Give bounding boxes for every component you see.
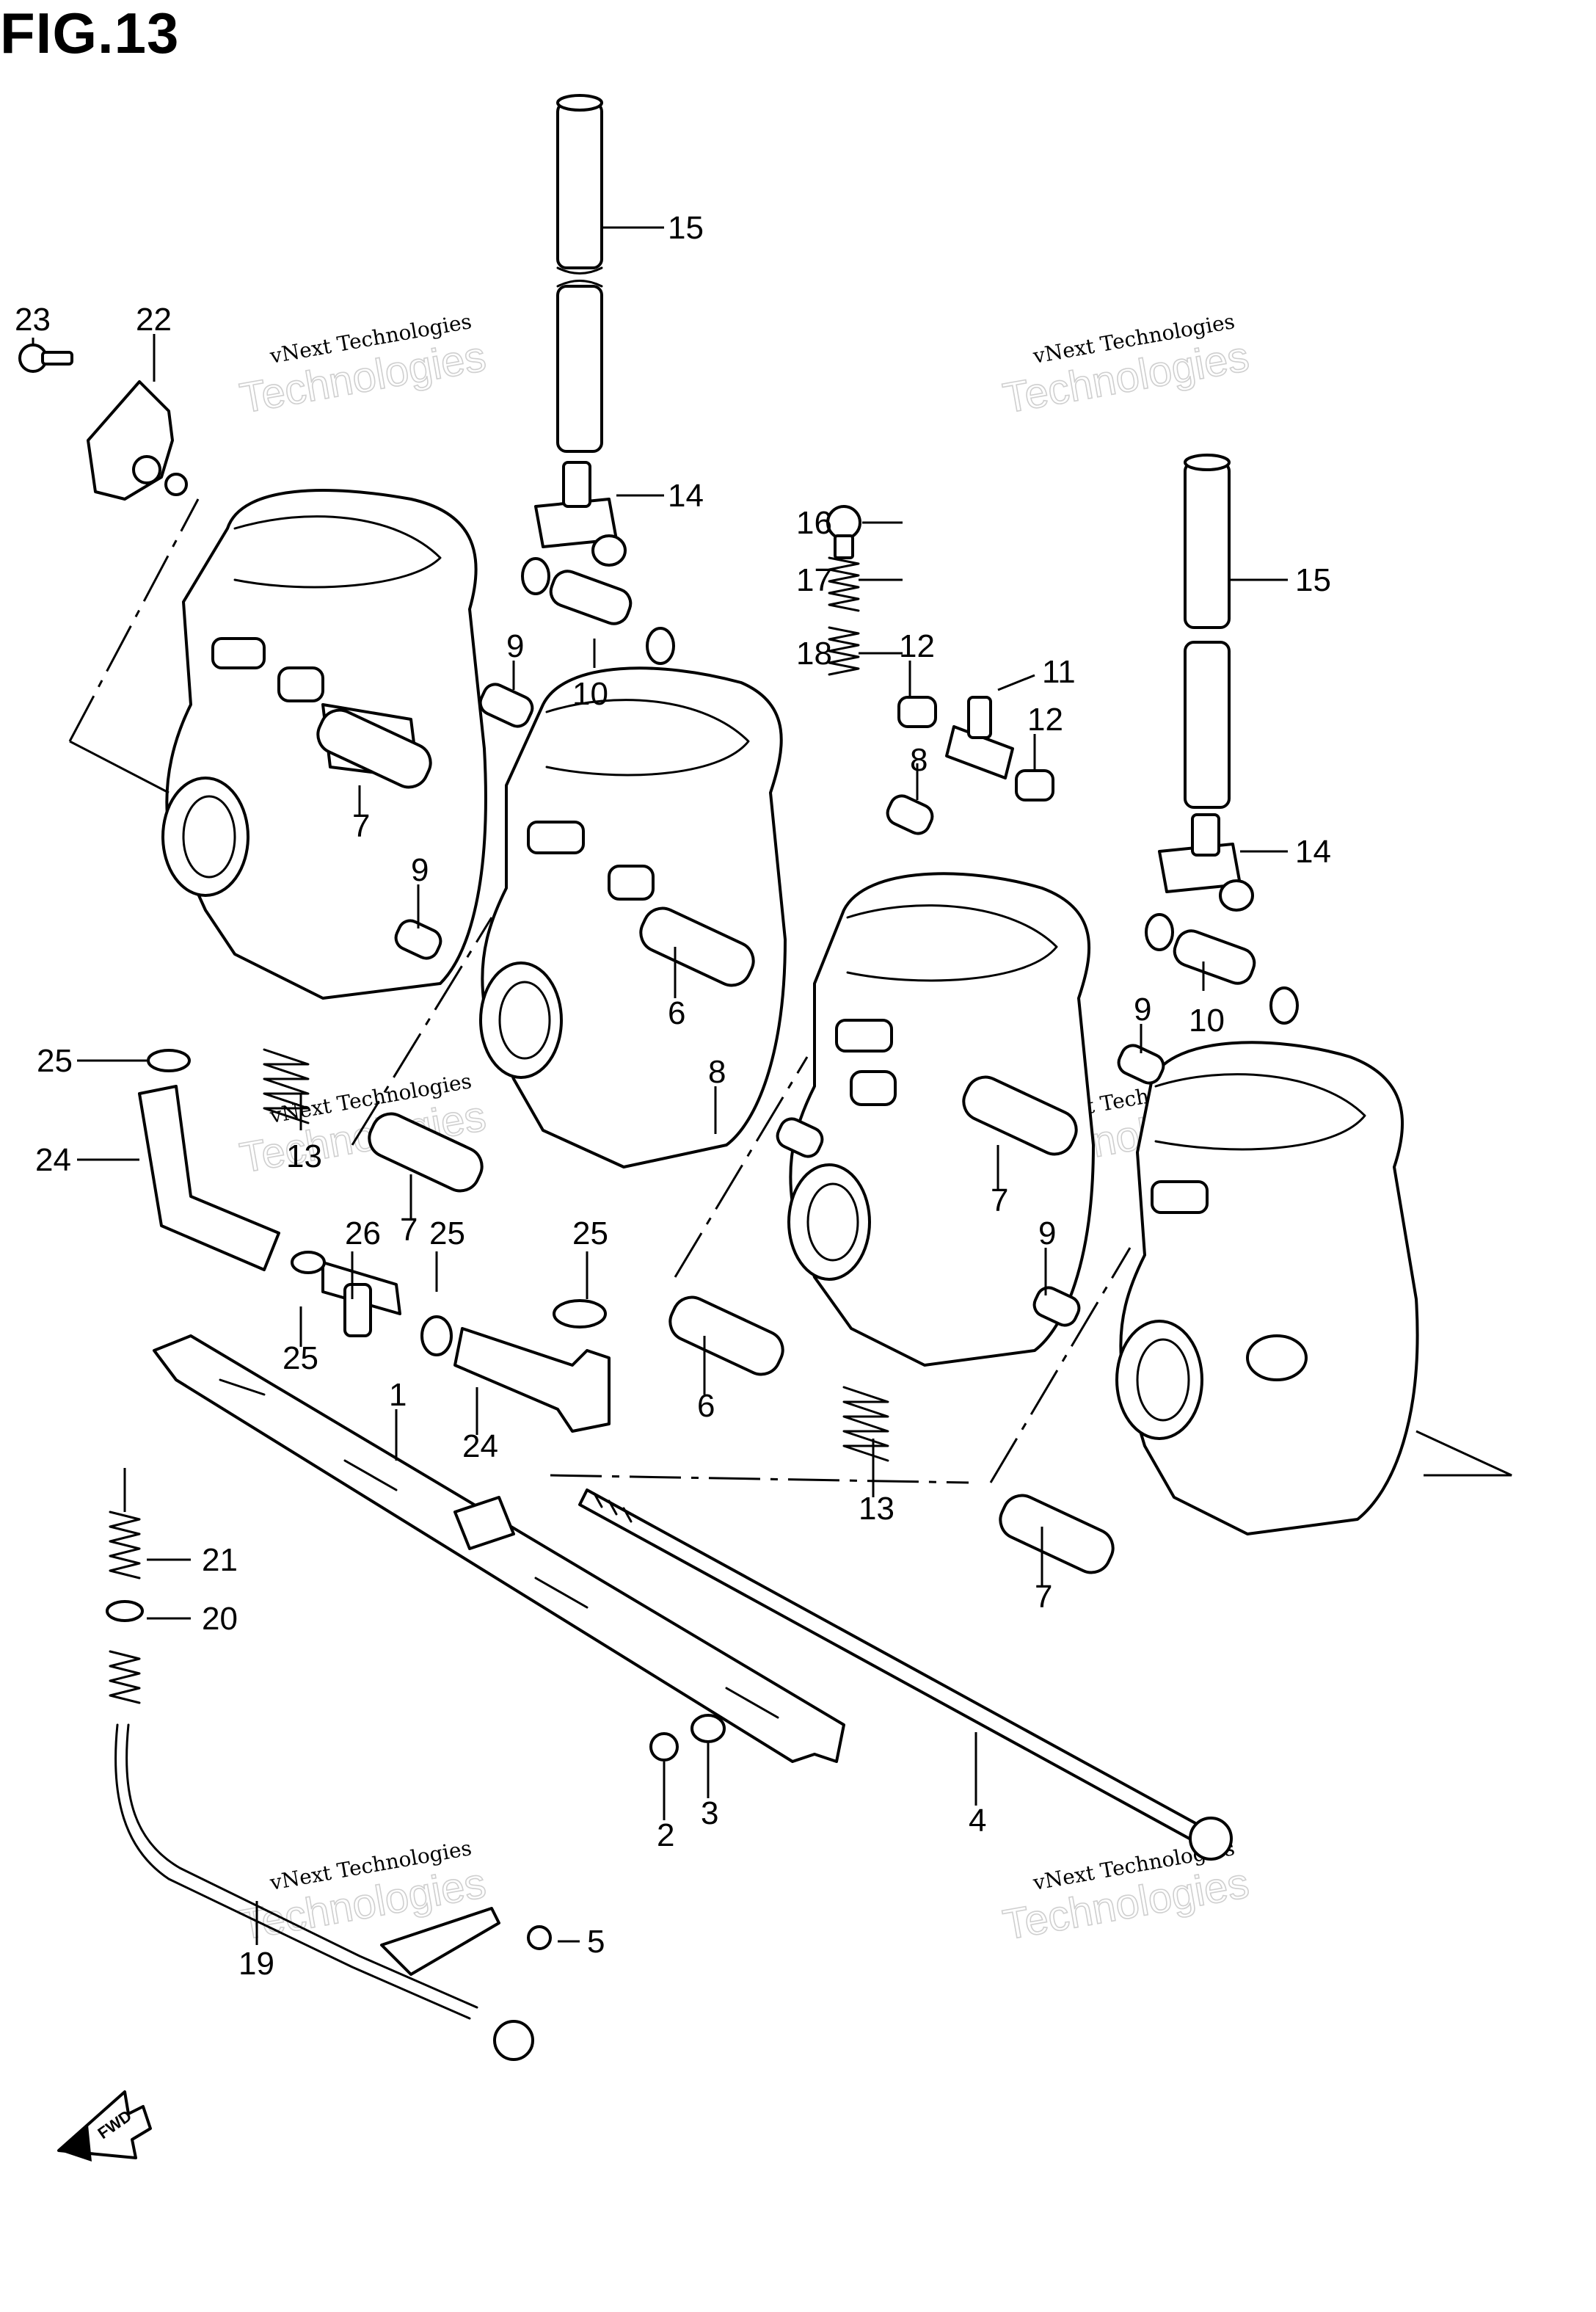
callout-20: 20 — [202, 1601, 238, 1637]
vent-hose-left — [556, 94, 603, 453]
t-joint-right — [1158, 813, 1254, 912]
callout-25-d: 25 — [283, 1340, 318, 1376]
t-joint-left — [534, 461, 627, 567]
carburetor-4 — [1115, 1041, 1419, 1535]
o-ring-pipe-left — [521, 557, 675, 665]
fuel-rail — [153, 1334, 845, 1763]
callout-23: 23 — [15, 302, 51, 338]
callout-12-right: 12 — [1027, 702, 1063, 738]
callout-18: 18 — [796, 636, 832, 672]
callout-5: 5 — [587, 1924, 605, 1960]
connecting-hoses — [316, 708, 1115, 1574]
throttle-shaft — [578, 1488, 1233, 1861]
callout-13-right: 13 — [859, 1491, 894, 1527]
callout-17: 17 — [796, 562, 832, 598]
callout-14-top: 14 — [668, 478, 704, 514]
watermark-top-left: Technologies vNext Technologies — [236, 309, 489, 423]
callout-6-b: 6 — [697, 1388, 715, 1424]
callout-9-c: 9 — [1134, 992, 1151, 1028]
callout-25-a: 25 — [37, 1043, 73, 1079]
fuel-t-fitting — [945, 696, 1014, 779]
callout-7-b: 7 — [400, 1212, 418, 1248]
callout-15-top: 15 — [668, 210, 704, 246]
callout-6-a: 6 — [668, 995, 685, 1031]
callout-8-b: 8 — [708, 1054, 726, 1090]
throttle-position-sensor — [87, 380, 188, 501]
callout-2: 2 — [657, 1817, 674, 1853]
watermark-top-right: Technologies vNext Technologies — [999, 309, 1253, 423]
callout-9-a: 9 — [506, 628, 524, 664]
vent-hose-right — [1184, 454, 1231, 809]
drain-hoses — [138, 1049, 611, 1433]
sensor-screw — [18, 343, 73, 373]
callout-26: 26 — [345, 1215, 381, 1251]
callout-22: 22 — [136, 302, 172, 338]
callout-24-b: 24 — [462, 1428, 498, 1464]
callout-12-left: 12 — [899, 628, 935, 664]
callout-13-left: 13 — [286, 1138, 322, 1174]
callout-7-a: 7 — [352, 808, 370, 844]
callout-11: 11 — [1042, 654, 1076, 690]
idle-cable-assembly — [106, 1511, 552, 2061]
cap-fitting-left — [897, 696, 937, 728]
callout-4: 4 — [969, 1803, 986, 1839]
fwd-direction-arrow: FWD — [57, 2090, 152, 2162]
callout-9-b: 9 — [411, 852, 429, 888]
callout-9-d: 9 — [1038, 1215, 1056, 1251]
carburetor-2 — [479, 666, 787, 1168]
callout-14-right: 14 — [1295, 834, 1331, 870]
callout-7-c: 7 — [991, 1182, 1008, 1218]
springs — [263, 1048, 889, 1462]
callout-7-d: 7 — [1035, 1579, 1052, 1615]
callout-1: 1 — [389, 1377, 407, 1413]
callout-labels: 15 15 14 14 16 17 18 12 11 12 8 10 10 9 … — [15, 210, 1331, 1982]
screw-spring-stack — [826, 505, 861, 676]
carburetor-3 — [787, 872, 1095, 1367]
callout-8-top: 8 — [910, 742, 928, 778]
callout-25-b: 25 — [429, 1215, 465, 1251]
bolt-and-washer — [649, 1714, 726, 1762]
callout-21: 21 — [202, 1542, 238, 1578]
callout-19: 19 — [238, 1946, 274, 1982]
figure-title: FIG.13 — [0, 1, 180, 65]
joint-pipes — [394, 683, 1165, 1327]
callout-25-c: 25 — [572, 1215, 608, 1251]
callout-16: 16 — [796, 505, 832, 541]
callout-10-right: 10 — [1189, 1003, 1225, 1039]
callout-leaders — [32, 226, 1288, 1945]
callout-10-left: 10 — [572, 676, 608, 712]
cap-fitting-right — [1015, 769, 1054, 801]
assembly-reference-lines — [68, 498, 1512, 1484]
callout-24-a: 24 — [35, 1142, 71, 1178]
callout-15-right: 15 — [1295, 562, 1331, 598]
o-ring-pipe-right — [1145, 913, 1299, 1025]
callout-3: 3 — [701, 1795, 718, 1831]
